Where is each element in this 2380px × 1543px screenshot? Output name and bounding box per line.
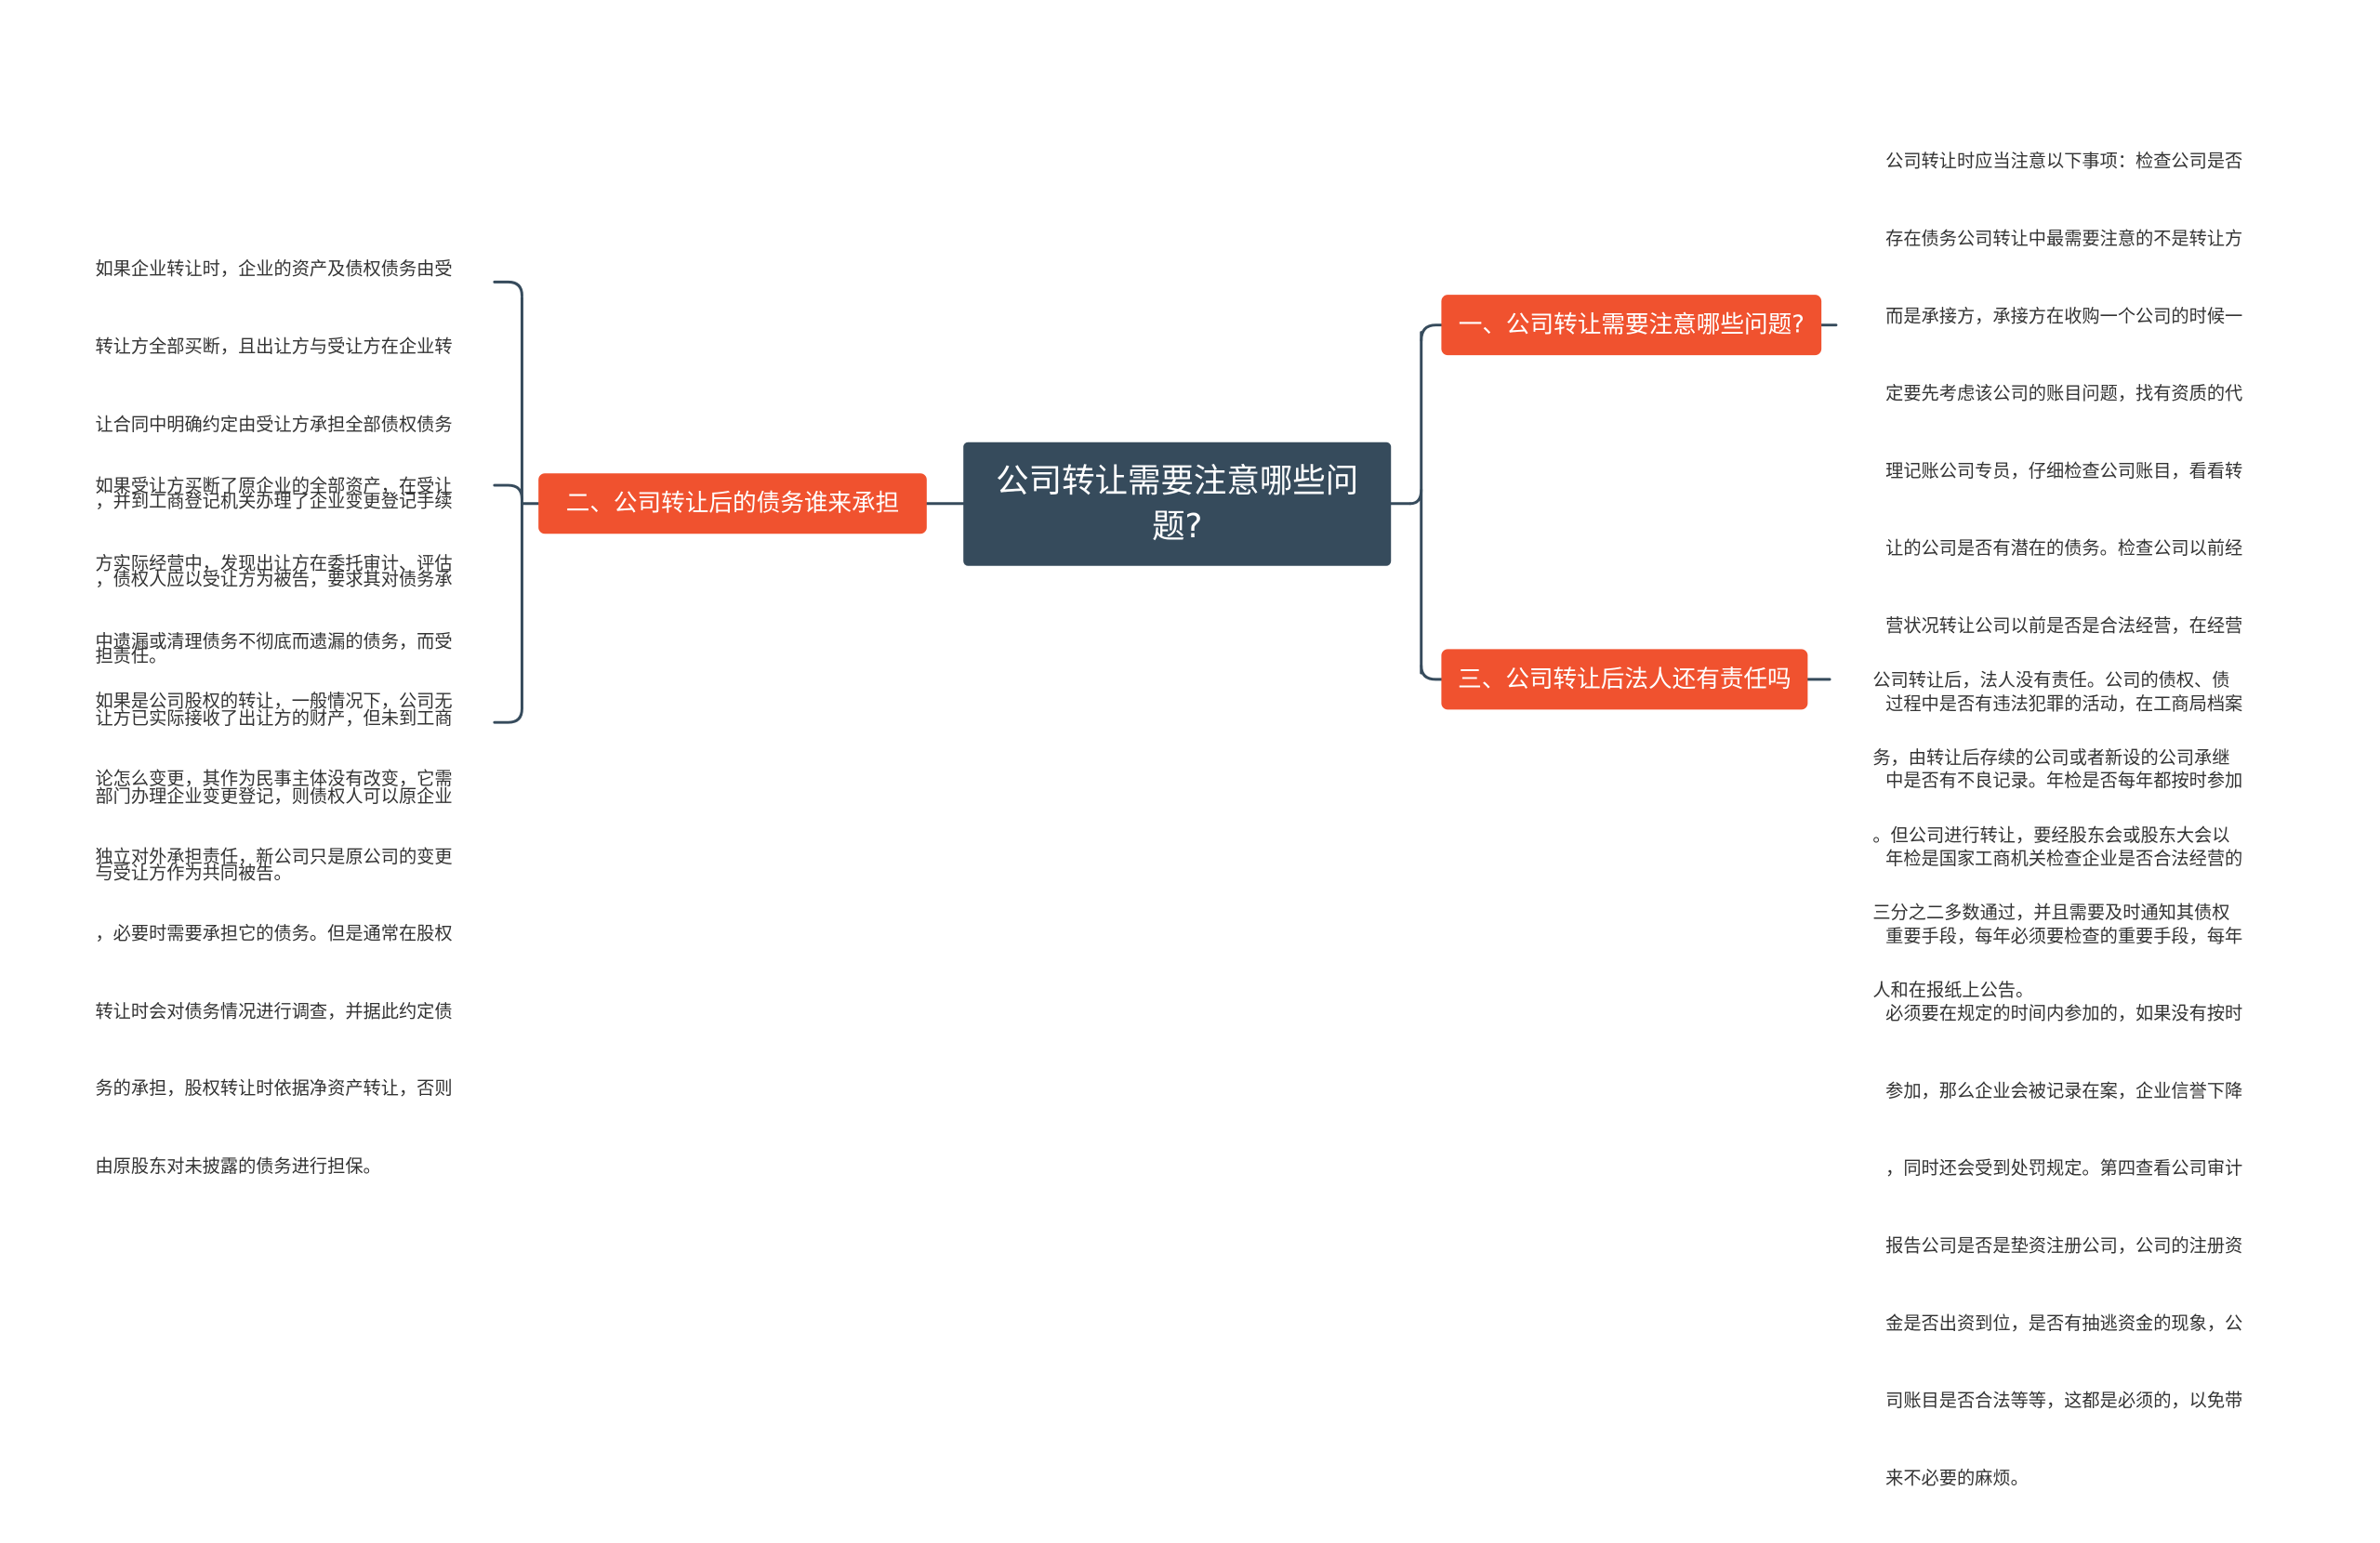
leaf-line: ，同时还会受到处罚规定。第四查看公司审计: [1885, 1157, 2243, 1180]
leaf-line: 务，由转让后存续的公司或者新设的公司承继: [1872, 746, 2230, 769]
leaf-line: 由原股东对未披露的债务进行担保。: [95, 1155, 381, 1177]
branch-1-label: 一、公司转让需要注意哪些问题?: [1458, 310, 1805, 339]
leaf-2a-text: 如果企业转让时，企业的资产及债权债务由受 转让方全部买断，且出让方与受让方在企业…: [95, 205, 452, 722]
root-topic-label: 公司转让需要注意哪些问题?: [996, 461, 1359, 546]
leaf-line: 中是否有不良记录。年检是否每年都按时参加: [1885, 770, 2243, 792]
leaf-line: 如果企业转让时，企业的资产及债权债务由受: [95, 258, 453, 280]
leaf-line: ，债权人应以受让方为被告，要求其对债务承: [95, 568, 453, 590]
branch-3-topic[interactable]: 三、公司转让后法人还有责任吗: [1441, 649, 1808, 710]
leaf-line: 公司转让后，法人没有责任。公司的债权、债: [1872, 669, 2230, 692]
leaf-line: 让方已实际接收了出让方的财产，但未到工商: [95, 707, 453, 730]
leaf-line: ，并到工商登记机关办理了企业变更登记手续: [95, 491, 453, 512]
leaf-line: 司账目是否合法等等，这都是必须的，以免带: [1885, 1390, 2243, 1412]
connector-leaf-2c: [493, 706, 523, 724]
root-topic[interactable]: 公司转让需要注意哪些问题?: [963, 442, 1392, 566]
leaf-line: 让合同中明确约定由受让方承担全部债权债务: [95, 413, 453, 435]
leaf-line: 论怎么变更，其作为民事主体没有改变，它需: [95, 768, 453, 790]
connector-leaf-2a: [493, 280, 523, 297]
mind-map: 公司转让需要注意哪些问题? 一、公司转让需要注意哪些问题? 二、公司转让后的债务…: [95, 150, 2243, 1488]
leaf-line: ，必要时需要承担它的债务。但是通常在股权: [95, 923, 453, 944]
leaf-line: 担责任。: [95, 645, 167, 667]
leaf-line: 年检是国家工商机关检查企业是否合法经营的: [1885, 848, 2243, 869]
leaf-line: 独立对外承担责任，新公司只是原公司的变更: [95, 845, 453, 867]
leaf-2b-text: 如果受让方买断了原企业的全部资产，在受让 方实际经营中，发现出让方在委托审计、评…: [95, 422, 452, 939]
leaf-3-text: 公司转让后，法人没有责任。公司的债权、债 务，由转让后存续的公司或者新设的公司承…: [1872, 616, 2229, 1055]
leaf-line: 报告公司是否是垫资注册公司，公司的注册资: [1885, 1234, 2243, 1257]
leaf-line: 转让方全部买断，且出让方与受让方在企业转: [95, 336, 453, 358]
leaf-line: 三分之二多数通过，并且需要及时通知其债权: [1872, 902, 2230, 924]
connector-branch-3: [1420, 664, 1443, 681]
leaf-line: 来不必要的麻烦。: [1885, 1467, 2029, 1489]
leaf-line: 让的公司是否有潜在的债务。检查公司以前经: [1885, 537, 2243, 560]
leaf-line: 人和在报纸上公告。: [1872, 979, 2034, 1001]
leaf-line: 如果是公司股权的转让，一般情况下，公司无: [95, 691, 453, 712]
leaf-2c-text: 如果是公司股权的转让，一般情况下，公司无 论怎么变更，其作为民事主体没有改变，它…: [95, 638, 452, 1232]
branch-3-label: 三、公司转让后法人还有责任吗: [1458, 666, 1792, 693]
leaf-line: 公司转让时应当注意以下事项：检查公司是否: [1885, 150, 2243, 172]
leaf-line: 。但公司进行转让，要经股东会或股东大会以: [1872, 824, 2230, 846]
leaf-line: 方实际经营中，发现出让方在委托审计、评估: [95, 552, 453, 574]
leaf-line: 过程中是否有违法犯罪的活动，在工商局档案: [1885, 692, 2243, 714]
leaf-line: 营状况转让公司以前是否是合法经营，在经营: [1885, 614, 2243, 637]
connector-leaf-2b: [493, 483, 523, 501]
leaf-line: 而是承接方，承接方在收购一个公司的时候一: [1885, 305, 2243, 327]
leaf-line: 部门办理企业变更登记，则债权人可以原企业: [95, 785, 453, 807]
connector-spine-right-top: [1408, 488, 1423, 506]
leaf-line: 定要先考虑该公司的账目问题，找有资质的代: [1885, 382, 2243, 404]
leaf-line: 存在债务公司转让中最需要注意的不是转让方: [1885, 228, 2243, 249]
leaf-line: 中遗漏或清理债务不彻底而遗漏的债务，而受: [95, 630, 453, 652]
leaf-line: 转让时会对债务情况进行调查，并据此约定债: [95, 1000, 453, 1022]
leaf-line: 金是否出资到位，是否有抽逃资金的现象，公: [1885, 1312, 2243, 1334]
branch-1-topic[interactable]: 一、公司转让需要注意哪些问题?: [1441, 295, 1822, 356]
branch-2-topic[interactable]: 二、公司转让后的债务谁来承担: [538, 473, 927, 534]
connector-branch-1: [1420, 323, 1443, 342]
leaf-line: 参加，那么企业会被记录在案，企业信誉下降: [1885, 1080, 2243, 1101]
leaf-line: 与受让方作为共同被告。: [95, 863, 292, 884]
leaf-line: 如果受让方买断了原企业的全部资产，在受让: [95, 475, 453, 497]
leaf-line: 务的承担，股权转让时依据净资产转让，否则: [95, 1077, 453, 1100]
connector-lines: [493, 280, 1838, 724]
leaf-line: 理记账公司专员，仔细检查公司账目，看看转: [1885, 460, 2243, 481]
branch-2-label: 二、公司转让后的债务谁来承担: [565, 489, 900, 518]
